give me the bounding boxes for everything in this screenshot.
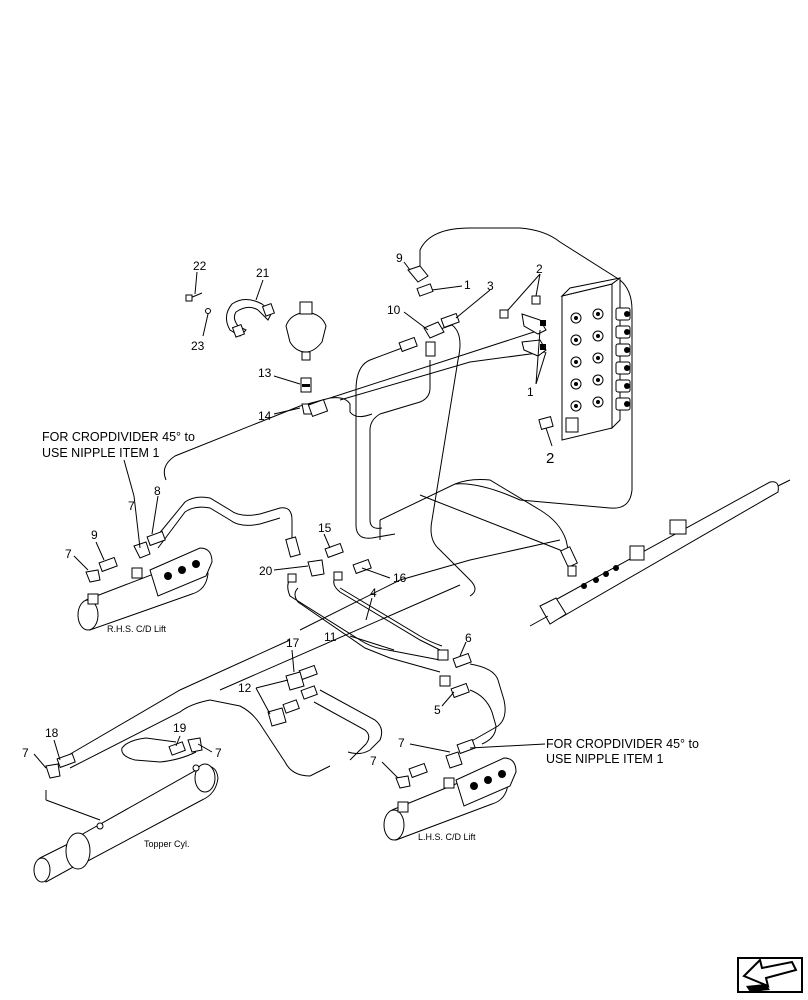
rhs-cd-lift-cylinder (77, 530, 213, 631)
callout-10: 10 (387, 303, 401, 317)
lhs-note-line-2: USE NIPPLE ITEM 1 (546, 752, 663, 766)
callout-1-valve: 1 (527, 385, 534, 399)
accumulator-assembly (185, 292, 329, 418)
control-valve-block (398, 265, 631, 441)
callout-12: 12 (238, 681, 252, 695)
lhs-note-line-1: FOR CROPDIVIDER 45° to (546, 737, 699, 751)
callout-labels: 22 21 23 13 14 9 1 3 10 2 1 2 8 7 9 7 15… (22, 251, 554, 768)
hose-runs (59, 227, 633, 777)
callout-7-lhs: 7 (370, 754, 377, 768)
callout-9-rhs: 9 (91, 528, 98, 542)
callout-3: 3 (487, 279, 494, 293)
previous-page-arrow-icon[interactable] (737, 957, 803, 993)
callout-17: 17 (286, 636, 300, 650)
callout-13: 13 (258, 366, 272, 380)
long-right-cylinder (529, 479, 791, 627)
callout-8: 8 (154, 484, 161, 498)
callout-4: 4 (370, 586, 377, 600)
callout-1-top: 1 (464, 278, 471, 292)
leader-lines (33, 261, 553, 779)
callout-11: 11 (324, 630, 337, 644)
callout-2-bottom: 2 (546, 450, 554, 467)
callout-6: 6 (465, 631, 472, 645)
topper-caption: Topper Cyl. (144, 839, 190, 849)
lhs-lift-caption: L.H.S. C/D Lift (418, 832, 476, 842)
lhs-cd-lift-cylinder (383, 738, 517, 841)
callout-5: 5 (434, 703, 441, 717)
callout-21: 21 (256, 266, 270, 280)
callout-7-rhs: 7 (65, 547, 72, 561)
callout-23: 23 (191, 339, 205, 353)
callout-14: 14 (258, 409, 272, 423)
callout-7-rhs-upper: 7 (128, 499, 135, 513)
callout-22: 22 (193, 259, 207, 273)
rhs-note-line-2: USE NIPPLE ITEM 1 (42, 446, 159, 460)
callout-15: 15 (318, 521, 332, 535)
rhs-lift-caption: R.H.S. C/D Lift (107, 624, 167, 634)
rhs-note-line-1: FOR CROPDIVIDER 45° to (42, 430, 195, 444)
callout-16: 16 (393, 571, 407, 585)
topper-cylinder (33, 737, 219, 883)
callout-7-topper-right: 7 (215, 746, 222, 760)
callout-9-top: 9 (396, 251, 403, 265)
callout-7-lhs-upper: 7 (398, 736, 405, 750)
callout-18: 18 (45, 726, 59, 740)
callout-20: 20 (259, 564, 273, 578)
callout-7-topper: 7 (22, 746, 29, 760)
component-captions: R.H.S. C/D Lift L.H.S. C/D Lift Topper C… (107, 624, 476, 849)
callout-19: 19 (173, 721, 187, 735)
center-fittings (267, 536, 472, 727)
callout-2-top: 2 (536, 262, 543, 276)
assembly-notes: FOR CROPDIVIDER 45° to USE NIPPLE ITEM 1… (42, 430, 699, 766)
